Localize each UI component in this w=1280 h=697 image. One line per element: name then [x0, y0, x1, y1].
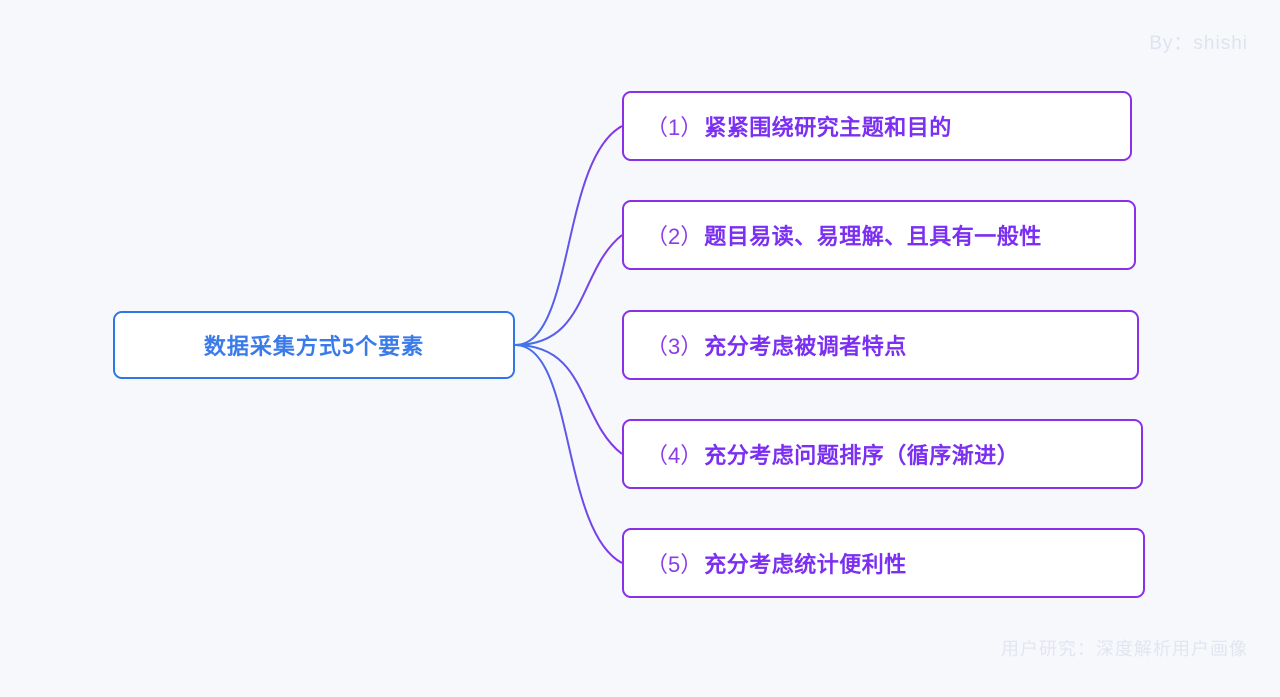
child-node-3[interactable]: （3） 充分考虑被调者特点 — [622, 310, 1139, 380]
root-node-label: 数据采集方式5个要素 — [203, 334, 425, 359]
child-node-3-index: （3） — [646, 334, 703, 359]
child-node-5-label: 充分考虑统计便利性 — [704, 552, 907, 577]
child-node-4-label: 充分考虑问题排序（循序渐进） — [704, 443, 1020, 468]
child-node-5[interactable]: （5） 充分考虑统计便利性 — [622, 528, 1145, 598]
child-node-4[interactable]: （4） 充分考虑问题排序（循序渐进） — [622, 419, 1143, 489]
watermark-title: 用户研究：深度解析用户画像 — [1001, 639, 1248, 659]
child-node-1-label: 紧紧围绕研究主题和目的 — [704, 115, 952, 140]
child-node-1-index: （1） — [646, 115, 703, 140]
branch-line-1 — [514, 125, 623, 346]
child-node-3-label: 充分考虑被调者特点 — [704, 334, 907, 359]
child-node-5-index: （5） — [646, 552, 703, 577]
child-node-2-label: 题目易读、易理解、且具有一般性 — [704, 224, 1042, 249]
watermark-author: By：shishi — [1149, 33, 1248, 54]
root-node[interactable]: 数据采集方式5个要素 — [113, 311, 515, 379]
branch-line-4 — [514, 344, 623, 455]
child-node-1[interactable]: （1） 紧紧围绕研究主题和目的 — [622, 91, 1132, 161]
child-node-2[interactable]: （2） 题目易读、易理解、且具有一般性 — [622, 200, 1136, 270]
branch-line-2 — [514, 234, 623, 346]
branch-line-5 — [514, 344, 623, 564]
child-node-2-index: （2） — [646, 224, 703, 249]
child-node-4-index: （4） — [646, 443, 703, 468]
